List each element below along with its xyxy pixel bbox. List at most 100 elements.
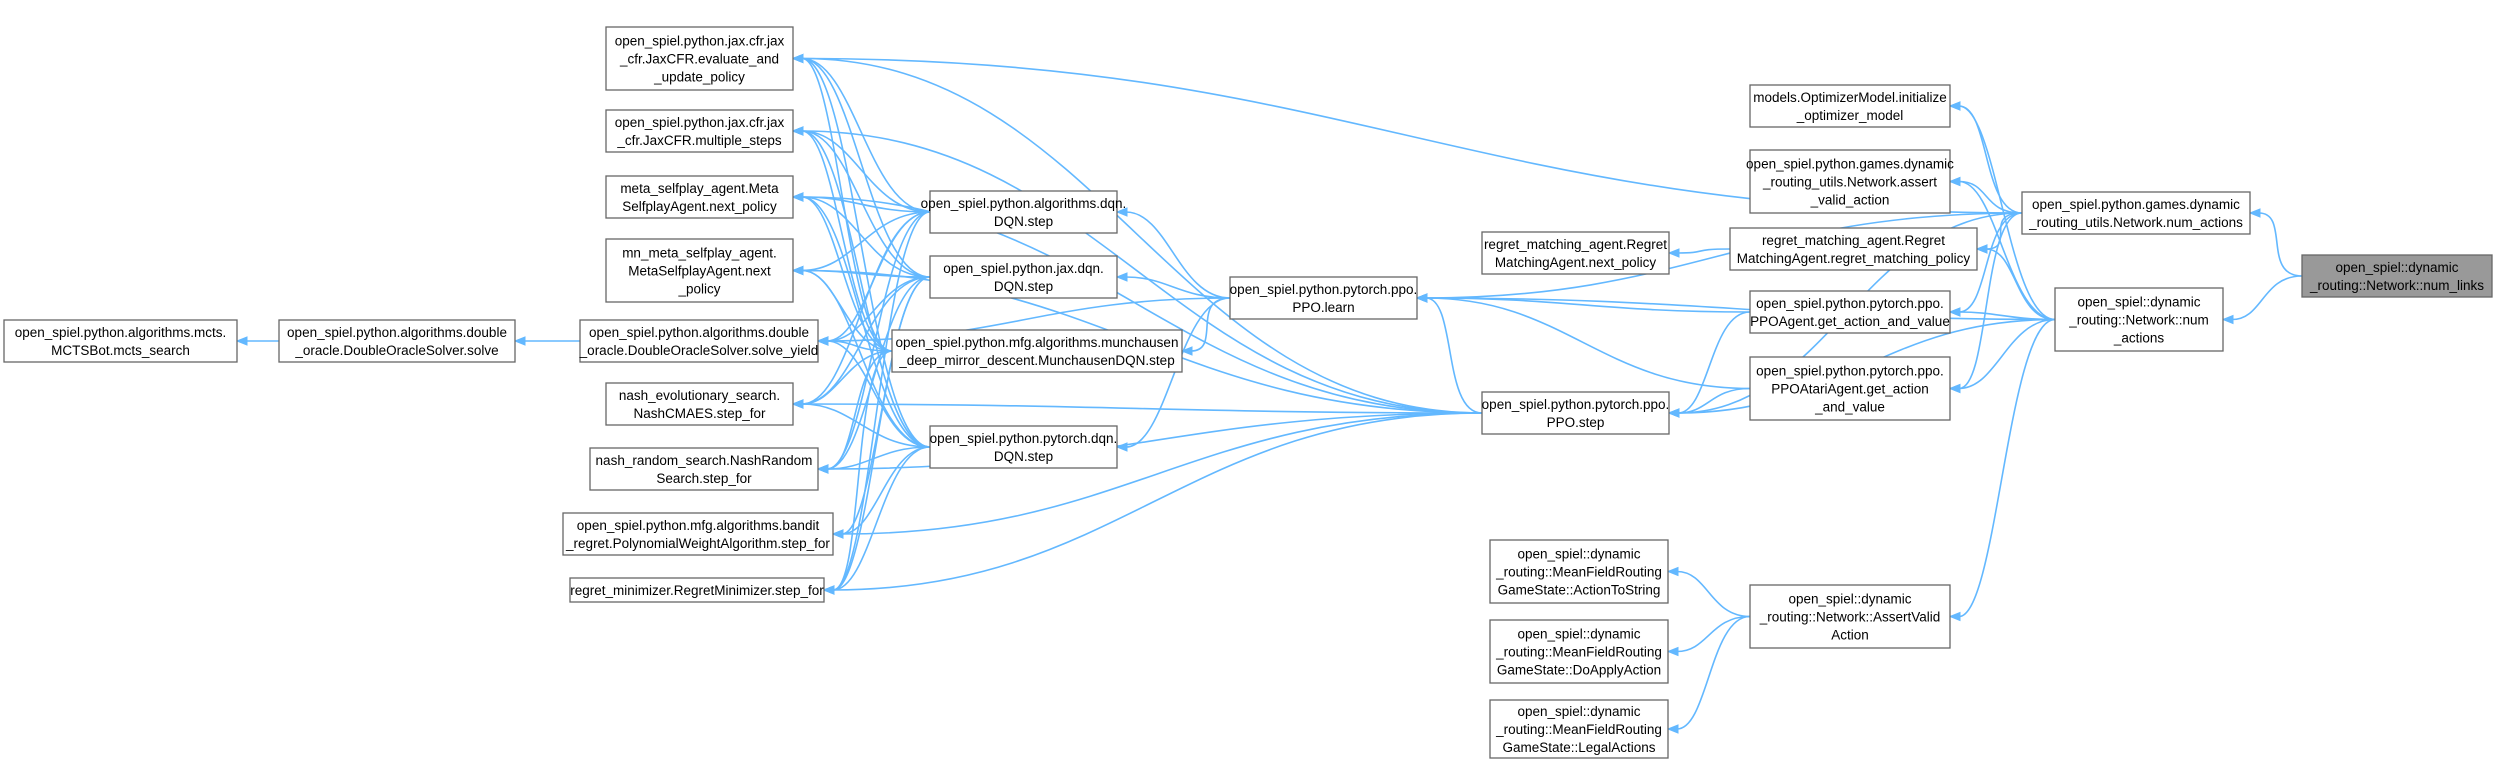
node-box-legal[interactable] [1489, 699, 1669, 759]
node-actstr[interactable]: open_spiel::dynamic_routing::MeanFieldRo… [1489, 539, 1669, 604]
node-numlinks[interactable]: open_spiel::dynamic_routing::Network::nu… [2301, 254, 2493, 298]
node-regmin[interactable]: regret_minimizer.RegretMinimizer.step_fo… [569, 577, 825, 603]
node-box-nashevo[interactable] [605, 382, 794, 426]
node-assertvalid[interactable]: open_spiel.python.games.dynamic_routing_… [1746, 149, 1954, 214]
node-pynumact[interactable]: open_spiel.python.games.dynamic_routing_… [2021, 191, 2251, 235]
edge-cppnumact-to-ppoatari [1958, 318, 2056, 390]
edge-torchdqn-to-doyield [826, 340, 931, 448]
node-ppoatari[interactable]: open_spiel.python.pytorch.ppo.PPOAtariAg… [1749, 356, 1951, 421]
node-label-doapply-line-2: GameState::DoApplyAction [1497, 663, 1661, 678]
node-box-regnext[interactable] [1481, 231, 1670, 275]
edge-ppostep-to-nashevo [801, 403, 1483, 414]
node-box-jaxdqn[interactable] [929, 255, 1118, 299]
node-box-jaxmulti[interactable] [605, 109, 794, 153]
edge-pynumact-to-ppolearn [1425, 212, 2023, 299]
edge-munch-to-jaxeval [801, 57, 893, 352]
edge-numlinks-to-cppnumact [2231, 275, 2303, 321]
node-label-legal-line-1: _routing::MeanFieldRouting [1495, 722, 1662, 737]
node-torchdqn[interactable]: open_spiel.python.pytorch.dqn.DQN.step [929, 425, 1118, 469]
node-box-optinit[interactable] [1749, 84, 1951, 128]
arrowhead-ppostep-to-regmin [822, 585, 835, 595]
node-box-torchdqn[interactable] [929, 425, 1118, 469]
node-box-regpol[interactable] [1729, 227, 1978, 271]
node-regpol[interactable]: regret_matching_agent.RegretMatchingAgen… [1729, 227, 1978, 271]
node-box-ppoagent[interactable] [1749, 290, 1951, 334]
node-cppnumact[interactable]: open_spiel::dynamic_routing::Network::nu… [2054, 287, 2224, 352]
node-mcts[interactable]: open_spiel.python.algorithms.mcts.MCTSBo… [3, 319, 238, 363]
node-label-doapply-line-0: open_spiel::dynamic [1517, 627, 1640, 642]
arrowhead-assertcpp-to-legal [1666, 724, 1679, 734]
node-label-metanext-line-0: meta_selfplay_agent.Meta [620, 181, 779, 196]
node-box-nashrand[interactable] [589, 447, 819, 491]
node-box-dosolve[interactable] [278, 319, 516, 363]
node-optinit[interactable]: models.OptimizerModel.initialize_optimiz… [1749, 84, 1951, 128]
node-ppolearn[interactable]: open_spiel.python.pytorch.ppo.PPO.learn [1229, 276, 1418, 320]
arrowhead-ppostep-to-metanext [791, 192, 804, 202]
edge-ppostep-to-jaxeval [801, 57, 1483, 414]
node-jaxeval[interactable]: open_spiel.python.jax.cfr.jax_cfr.JaxCFR… [605, 26, 794, 91]
call-graph-edges [235, 53, 2303, 734]
node-label-jaxeval-line-1: _cfr.JaxCFR.evaluate_and [619, 52, 779, 67]
node-label-legal-line-0: open_spiel::dynamic [1517, 704, 1640, 719]
arrowhead-cppnumact-to-assertvalid [1948, 176, 1961, 187]
node-label-assertcpp-line-1: _routing::Network::AssertValid [1759, 610, 1941, 625]
node-box-metanext[interactable] [605, 175, 794, 219]
node-label-bandit-line-1: _regret.PolynomialWeightAlgorithm.step_f… [565, 536, 830, 551]
node-box-assertcpp[interactable] [1749, 584, 1951, 649]
node-label-legal-line-2: GameState::LegalActions [1502, 740, 1655, 755]
node-label-assertvalid-line-0: open_spiel.python.games.dynamic [1746, 157, 1954, 172]
node-box-cppnumact[interactable] [2054, 287, 2224, 352]
node-label-jaxeval-line-2: _update_policy [653, 70, 745, 85]
node-munch[interactable]: open_spiel.python.mfg.algorithms.munchau… [891, 329, 1183, 373]
node-box-assertvalid[interactable] [1749, 149, 1951, 214]
node-label-mnmeta-line-0: mn_meta_selfplay_agent. [622, 246, 777, 261]
node-assertcpp[interactable]: open_spiel::dynamic_routing::Network::As… [1749, 584, 1951, 649]
node-box-bandit[interactable] [562, 512, 834, 556]
node-box-ppoatari[interactable] [1749, 356, 1951, 421]
node-legal[interactable]: open_spiel::dynamic_routing::MeanFieldRo… [1489, 699, 1669, 759]
arrowhead-ppostep-to-jaxmulti [791, 126, 804, 136]
node-bandit[interactable]: open_spiel.python.mfg.algorithms.bandit_… [562, 512, 834, 556]
node-box-munch[interactable] [891, 329, 1183, 373]
node-label-doyield-line-1: _oracle.DoubleOracleSolver.solve_yield [579, 343, 819, 358]
node-box-ppolearn[interactable] [1229, 276, 1418, 320]
node-dosolve[interactable]: open_spiel.python.algorithms.double_orac… [278, 319, 516, 363]
node-box-numlinks[interactable] [2301, 254, 2493, 298]
node-box-pynumact[interactable] [2021, 191, 2251, 235]
node-label-actstr-line-2: GameState::ActionToString [1498, 583, 1661, 598]
node-ppoagent[interactable]: open_spiel.python.pytorch.ppo.PPOAgent.g… [1749, 290, 1951, 334]
node-regnext[interactable]: regret_matching_agent.RegretMatchingAgen… [1481, 231, 1670, 275]
node-box-jaxeval[interactable] [605, 26, 794, 91]
node-doyield[interactable]: open_spiel.python.algorithms.double_orac… [579, 319, 819, 363]
edge-cppnumact-to-assertvalid [1958, 180, 2056, 321]
arrowhead-ppostep-to-nashrand [816, 464, 829, 474]
node-label-nashevo-line-1: NashCMAES.step_for [633, 406, 766, 421]
node-nashrand[interactable]: nash_random_search.NashRandomSearch.step… [589, 447, 819, 491]
node-algdqn[interactable]: open_spiel.python.algorithms.dqn.DQN.ste… [921, 190, 1127, 234]
node-box-doyield[interactable] [579, 319, 819, 363]
node-doapply[interactable]: open_spiel::dynamic_routing::MeanFieldRo… [1489, 619, 1669, 684]
node-box-regmin[interactable] [569, 577, 825, 603]
node-label-cppnumact-line-1: _routing::Network::num [2068, 313, 2209, 328]
edge-ppolearn-to-jaxdqn [1125, 276, 1231, 299]
node-jaxmulti[interactable]: open_spiel.python.jax.cfr.jax_cfr.JaxCFR… [605, 109, 794, 153]
node-ppostep[interactable]: open_spiel.python.pytorch.ppo.PPO.step [1481, 391, 1670, 435]
node-box-mcts[interactable] [3, 319, 238, 363]
node-box-actstr[interactable] [1489, 539, 1669, 604]
node-label-actstr-line-1: _routing::MeanFieldRouting [1495, 565, 1662, 580]
node-mnmeta[interactable]: mn_meta_selfplay_agent.MetaSelfplayAgent… [605, 238, 794, 303]
arrowhead-dosolve-to-mcts [235, 336, 248, 346]
node-box-algdqn[interactable] [929, 190, 1118, 234]
node-label-torchdqn-line-1: DQN.step [994, 449, 1053, 464]
node-label-pynumact-line-0: open_spiel.python.games.dynamic [2032, 197, 2240, 212]
node-jaxdqn[interactable]: open_spiel.python.jax.dqn.DQN.step [929, 255, 1118, 299]
arrowhead-ppostep-to-nashevo [791, 399, 804, 409]
edge-jaxdqn-to-jaxeval [801, 57, 931, 278]
node-box-doapply[interactable] [1489, 619, 1669, 684]
node-label-actstr-line-0: open_spiel::dynamic [1517, 547, 1640, 562]
node-metanext[interactable]: meta_selfplay_agent.MetaSelfplayAgent.ne… [605, 175, 794, 219]
node-nashevo[interactable]: nash_evolutionary_search.NashCMAES.step_… [605, 382, 794, 426]
node-label-ppoatari-line-2: _and_value [1814, 400, 1885, 415]
node-box-ppostep[interactable] [1481, 391, 1670, 435]
node-box-mnmeta[interactable] [605, 238, 794, 303]
